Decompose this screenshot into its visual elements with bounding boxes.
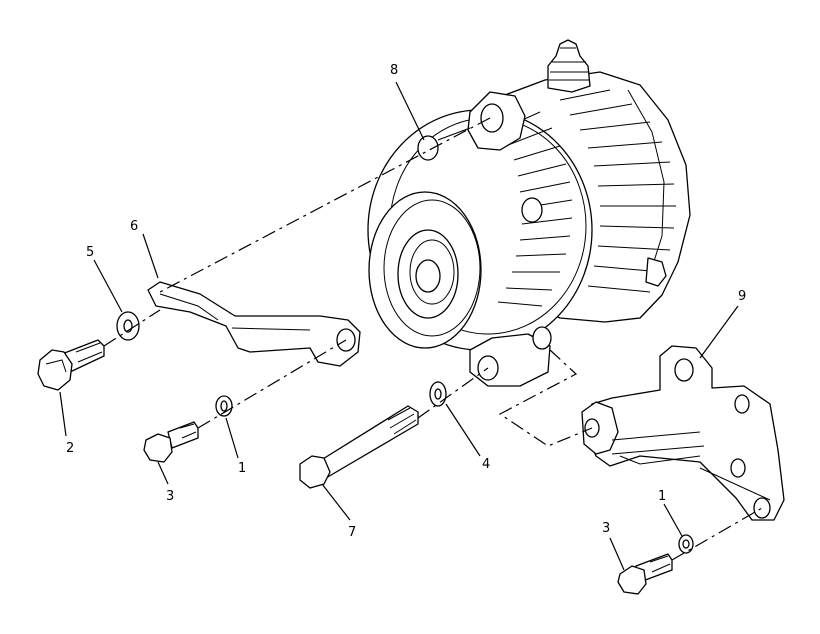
callout-4: 4 <box>482 457 490 472</box>
callout-3-right: 3 <box>602 521 610 536</box>
adjusting-bracket <box>147 281 361 367</box>
mounting-bracket <box>581 345 785 521</box>
lockwasher-1-right <box>678 534 694 554</box>
bolt-3-left <box>143 421 199 463</box>
bolt-3-right <box>617 553 673 595</box>
lockwasher-1-left <box>215 395 233 417</box>
callout-1-right: 1 <box>658 489 666 504</box>
callout-6: 6 <box>130 219 138 234</box>
callout-5: 5 <box>86 245 94 260</box>
callout-3-left: 3 <box>166 489 174 504</box>
callout-2: 2 <box>66 441 74 456</box>
callout-7: 7 <box>348 525 356 540</box>
leader-lines <box>59 81 739 571</box>
bolt-2 <box>37 339 105 391</box>
callout-1-left: 1 <box>238 461 246 476</box>
lockwasher-4 <box>429 381 447 407</box>
callout-8: 8 <box>390 63 398 78</box>
alternator <box>367 39 691 387</box>
assembly-centerlines <box>103 117 763 561</box>
bolt-7 <box>299 405 419 489</box>
callout-9: 9 <box>738 289 746 304</box>
